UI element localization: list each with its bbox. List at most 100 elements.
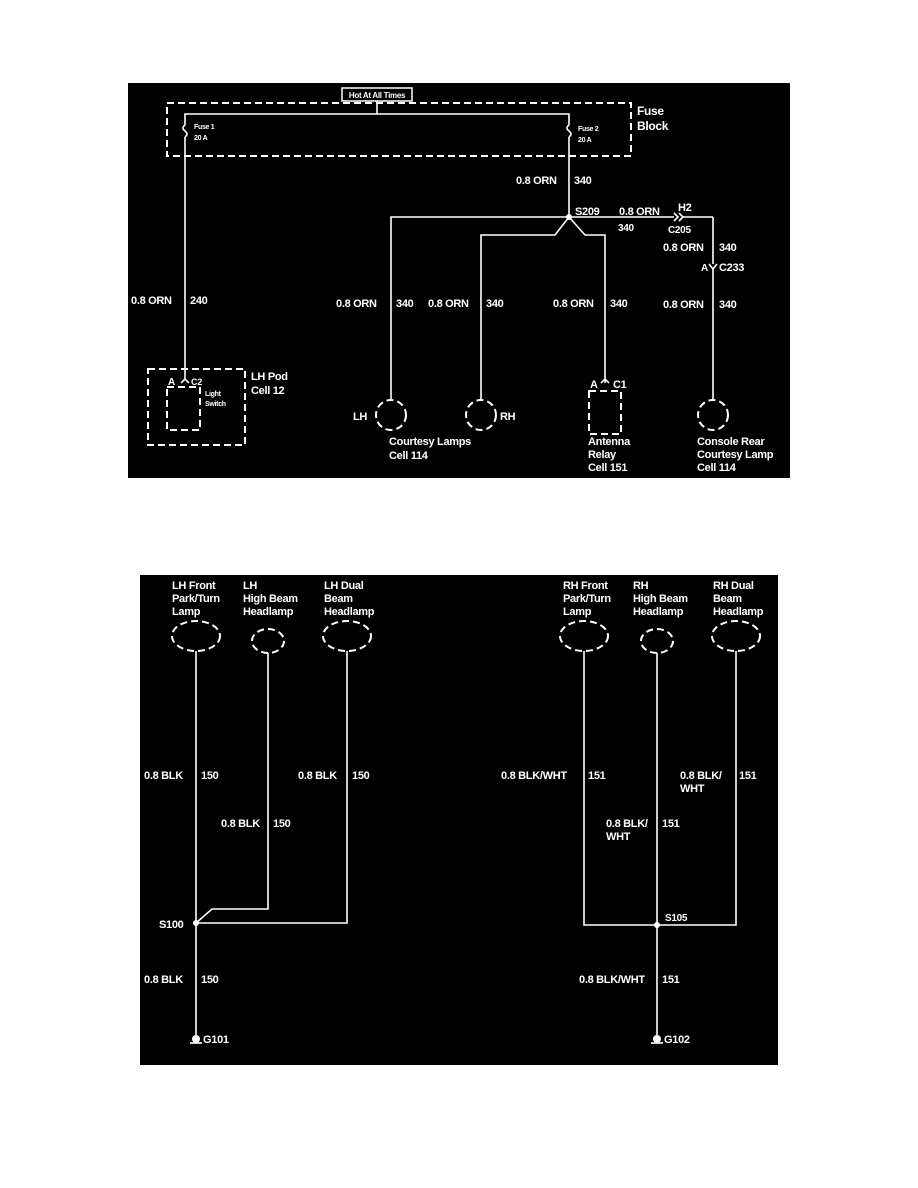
wire-240-gauge: 0.8 ORN: [131, 295, 172, 307]
ground-g102-label: G102: [664, 1034, 690, 1046]
wire-151-3-gauge-line1: 0.8 BLK/: [680, 770, 722, 782]
wire-151-2-circuit: 151: [662, 818, 680, 830]
wire-150-1-gauge: 0.8 BLK: [144, 770, 183, 782]
lh-pod-label-line2: Cell 12: [251, 385, 285, 397]
antenna-relay-label-line2: Relay: [588, 449, 617, 461]
wire-340-fuse2-gauge: 0.8 ORN: [516, 175, 557, 187]
fuse2-rating: 20 A: [578, 137, 592, 144]
rh-dual-label-line1: RH Dual: [713, 580, 754, 592]
rh-dual-label-line3: Headlamp: [713, 606, 764, 618]
connector-c233-label: C233: [719, 262, 744, 274]
lamp-lh-label: LH: [353, 411, 367, 423]
wire-150-3-circuit: 150: [352, 770, 370, 782]
fuse1-name: Fuse 1: [194, 124, 215, 131]
connector-c2-pin: A: [168, 377, 175, 388]
rh-dual-beam-headlamp: [711, 620, 761, 652]
lh-high-label-line3: Headlamp: [243, 606, 294, 618]
fuse-bus-wire: [184, 113, 570, 125]
wire-151-1-circuit: 151: [588, 770, 606, 782]
wire-340-antenna-relay: [568, 216, 606, 383]
wire-relay-circuit: 340: [610, 298, 628, 310]
antenna-relay-box: [588, 390, 622, 435]
lh-pod-box: [147, 368, 246, 446]
wire-lh-gauge: 0.8 ORN: [336, 298, 377, 310]
lh-courtesy-lamp: [375, 399, 407, 431]
antenna-relay-label-line3: Cell 151: [588, 462, 627, 474]
wire-150-4-circuit: 150: [201, 974, 219, 986]
light-switch-box: [166, 386, 201, 431]
lh-front-park-turn-lamp: [171, 620, 221, 652]
wire-150-3-gauge: 0.8 BLK: [298, 770, 337, 782]
rh-high-beam-headlamp: [640, 628, 674, 654]
antenna-relay-label-line1: Antenna: [588, 436, 631, 448]
courtesy-lamps-label-line1: Courtesy Lamps: [389, 436, 471, 448]
wire-151-3-circuit: 151: [739, 770, 757, 782]
light-switch-label-line1: Light: [205, 391, 222, 398]
splice-s100-dot: [193, 920, 199, 926]
connector-h2-symbol: [673, 212, 685, 222]
lh-front-label-line1: LH Front: [172, 580, 216, 592]
lh-high-beam-headlamp: [251, 628, 285, 654]
lh-pod-label-line1: LH Pod: [251, 371, 288, 383]
rh-front-label-line2: Park/Turn: [563, 593, 611, 605]
wire-c233-gauge: 0.8 ORN: [663, 242, 704, 254]
lh-dual-label-line1: LH Dual: [324, 580, 364, 592]
wire-150-lh-high: [195, 653, 269, 924]
wire-151-1-gauge: 0.8 BLK/WHT: [501, 770, 567, 782]
console-lamp-label-line2: Courtesy Lamp: [697, 449, 774, 461]
splice-s100-label: S100: [159, 919, 184, 931]
rh-front-label-line3: Lamp: [563, 606, 592, 618]
wire-lh-circuit: 340: [396, 298, 414, 310]
fuse-block-box: [166, 102, 632, 157]
wire-150-lh-dual: [196, 651, 348, 924]
rh-dual-label-line2: Beam: [713, 593, 742, 605]
connector-c1-pin: A: [590, 379, 598, 391]
wire-151-rh-front-dual: [583, 651, 737, 926]
wire-h2-circuit: 340: [618, 223, 635, 234]
rh-front-label-line1: RH Front: [563, 580, 608, 592]
wire-240-circuit: 240: [190, 295, 208, 307]
wire-150-1-circuit: 150: [201, 770, 219, 782]
splice-s105-dot: [654, 922, 660, 928]
fuse2-name: Fuse 2: [578, 126, 599, 133]
wire-console-gauge: 0.8 ORN: [663, 299, 704, 311]
fuse-block-label-line1: Fuse: [637, 104, 664, 118]
wire-h2-gauge: 0.8 ORN: [619, 206, 660, 218]
connector-c1-symbol: [600, 377, 610, 384]
courtesy-lamp-circuit-diagram: Hot At All Times Fuse Block Fuse 1 20 A …: [128, 83, 790, 478]
console-lamp-label-line3: Cell 114: [697, 462, 737, 474]
headlamp-ground-schematic: LH Front Park/Turn Lamp LH High Beam Hea…: [144, 580, 764, 1046]
wire-151-2-gauge-line2: WHT: [606, 831, 631, 843]
wire-151-4-circuit: 151: [662, 974, 680, 986]
wire-rh-gauge: 0.8 ORN: [428, 298, 469, 310]
ground-g101-label: G101: [203, 1034, 229, 1046]
connector-c2-symbol: [180, 377, 190, 384]
lh-front-label-line2: Park/Turn: [172, 593, 220, 605]
console-rear-courtesy-lamp: [697, 399, 729, 431]
ground-g102-symbol: [653, 1035, 661, 1043]
wire-console-circuit: 340: [719, 299, 737, 311]
wire-151-4-gauge: 0.8 BLK/WHT: [579, 974, 645, 986]
lh-high-label-line1: LH: [243, 580, 257, 592]
connector-c2-label: C2: [191, 377, 202, 387]
wire-relay-gauge: 0.8 ORN: [553, 298, 594, 310]
wire-150-4-gauge: 0.8 BLK: [144, 974, 183, 986]
splice-s105-label: S105: [665, 913, 688, 924]
connector-c233-pin: A: [701, 263, 708, 274]
lh-dual-label-line2: Beam: [324, 593, 353, 605]
fuse1-rating: 20 A: [194, 135, 208, 142]
light-switch-label-line2: Switch: [205, 401, 226, 408]
wire-151-2-gauge-line1: 0.8 BLK/: [606, 818, 648, 830]
wire-c233-circuit: 340: [719, 242, 737, 254]
courtesy-lamp-schematic: Hot At All Times Fuse Block Fuse 1 20 A …: [131, 87, 774, 474]
rh-courtesy-lamp: [465, 399, 497, 431]
connector-c1-label: C1: [613, 379, 627, 391]
wire-340-rh-lamp: [480, 216, 570, 400]
connector-h2-label: H2: [678, 202, 692, 214]
console-lamp-label-line1: Console Rear: [697, 436, 765, 448]
lh-front-label-line3: Lamp: [172, 606, 201, 618]
lamp-rh-label: RH: [500, 411, 516, 423]
fuse2-symbol: [566, 124, 572, 138]
wire-rh-circuit: 340: [486, 298, 504, 310]
wire-151-3-gauge-line2: WHT: [680, 783, 705, 795]
